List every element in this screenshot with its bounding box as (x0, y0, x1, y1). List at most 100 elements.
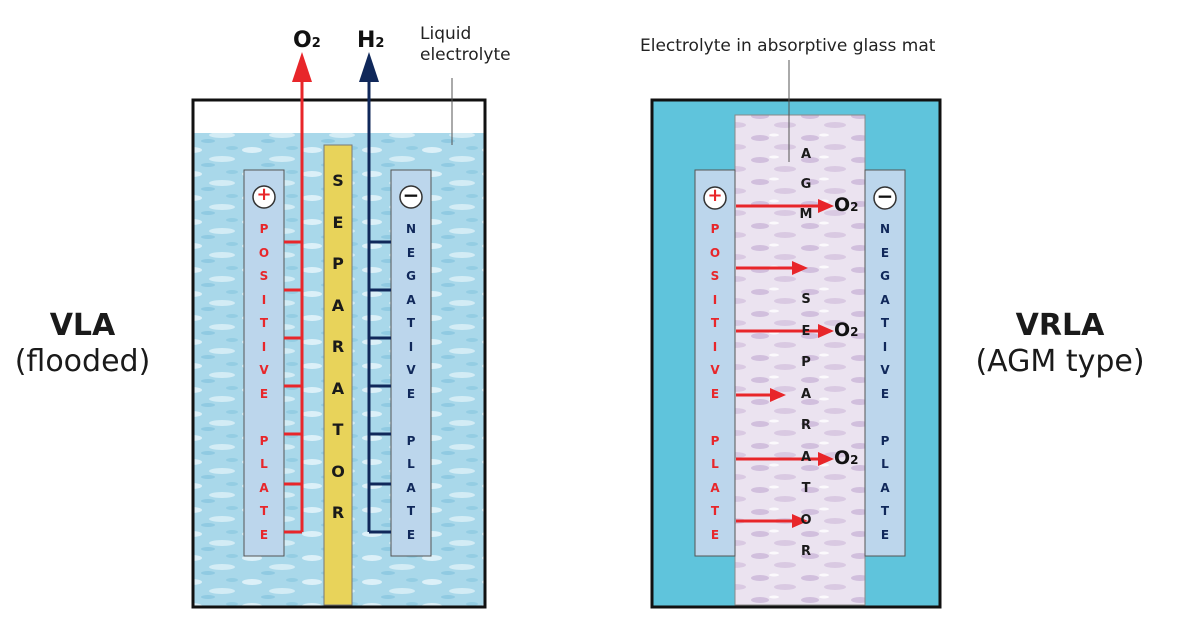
vla-negative-plate (390, 169, 432, 557)
plate-letter: T (801, 481, 811, 496)
plate-letter: O (258, 245, 270, 260)
plate-letter: I (882, 339, 888, 354)
vla-h2-label: H2 (357, 28, 385, 53)
plate-letter: E (406, 386, 416, 401)
plate-letter: A (710, 480, 720, 495)
vla-separator (323, 144, 353, 606)
vla-o2-label: O2 (293, 28, 321, 53)
vrla-positive-sign: + (707, 185, 723, 206)
plate-letter: T (259, 316, 269, 330)
vla-negative-terminal (399, 185, 423, 209)
plate-letter: R (800, 418, 811, 433)
plate-letter: E (710, 527, 720, 542)
plate-letter: T (332, 420, 344, 439)
plate-letter: P (406, 433, 416, 448)
plate-letter: V (406, 363, 416, 377)
plate-letter: R (331, 503, 345, 522)
plate-letter: A (800, 449, 812, 465)
plate-letter: P (801, 355, 811, 370)
vla-title: VLA (49, 308, 116, 343)
plate-letter: S (259, 269, 269, 283)
plate-letter: E (406, 245, 416, 260)
vla-h2-path (367, 72, 391, 534)
plate-letter: G (800, 177, 812, 192)
plate-letter: P (710, 433, 720, 448)
plate-letter: A (331, 295, 345, 315)
plate-letter: T (406, 316, 416, 330)
plate-letter: P (259, 222, 269, 236)
vrla-cell (650, 60, 942, 609)
vrla-mat-label: Electrolyte in absorptive glass mat (640, 36, 936, 56)
plate-letter: T (880, 316, 890, 330)
plate-letter: L (260, 457, 268, 471)
plate-letter: I (261, 292, 267, 307)
plate-letter: E (710, 386, 720, 401)
vrla-positive-plate (694, 169, 736, 557)
plate-letter: T (710, 504, 720, 518)
vla-electrolyte-label: Liquid electrolyte (420, 24, 511, 65)
vrla-o2-label: O2 (834, 194, 859, 216)
plate-letter: T (710, 316, 720, 330)
plate-letter: E (332, 212, 344, 232)
vla-negative-sign: − (402, 183, 420, 207)
plate-letter: E (880, 245, 890, 260)
plate-letter: V (710, 363, 720, 377)
plate-letter: T (880, 504, 890, 518)
plate-letter: N (405, 222, 417, 236)
vrla-positive-terminal (703, 186, 727, 210)
plate-letter: E (259, 527, 269, 542)
plate-letter: L (711, 457, 719, 471)
vla-positive-terminal (252, 185, 276, 209)
vrla-title-block: VRLA (AGM type) (960, 308, 1160, 380)
plate-letter: T (259, 504, 269, 518)
plate-letter: E (880, 386, 890, 401)
plate-letter: L (881, 457, 889, 471)
plate-letter: S (710, 269, 720, 283)
plate-letter: I (408, 339, 414, 354)
plate-letter: I (712, 339, 718, 354)
plate-letter: P (332, 254, 344, 273)
plate-letter: O (331, 461, 345, 481)
plate-letter: G (880, 269, 890, 283)
plate-letter: A (259, 480, 269, 495)
plate-letter: V (259, 363, 269, 377)
plate-letter: P (880, 433, 890, 448)
plate-letter: V (880, 363, 890, 377)
vrla-negative-plate (864, 169, 906, 557)
vla-subtitle: (flooded) (14, 344, 151, 379)
vla-o2-path (284, 72, 304, 534)
plate-letter: E (259, 386, 269, 401)
vrla-subtitle: (AGM type) (975, 344, 1145, 379)
vla-o2-arrowhead (292, 52, 312, 82)
vla-positive-plate (243, 169, 285, 557)
vla-cell (191, 52, 487, 609)
plate-letter: A (800, 386, 812, 402)
plate-letter: P (259, 433, 269, 448)
plate-letter: T (406, 504, 416, 518)
plate-letter: A (406, 480, 416, 495)
plate-letter: E (801, 323, 811, 339)
plate-letter: R (331, 337, 345, 356)
plate-letter: P (710, 222, 720, 236)
plate-letter: M (799, 207, 813, 222)
plate-letter: A (800, 147, 812, 162)
vrla-o2-arrows (736, 199, 834, 528)
vrla-o2-label: O2 (834, 447, 859, 469)
vla-positive-sign: + (256, 184, 272, 205)
plate-letter: O (800, 512, 812, 528)
plate-letter: L (407, 457, 415, 471)
vrla-negative-sign: − (876, 184, 894, 208)
plate-letter: N (879, 222, 891, 236)
plate-letter: E (406, 527, 416, 542)
plate-letter: E (880, 527, 890, 542)
vrla-negative-terminal (873, 186, 897, 210)
plate-letter: A (406, 292, 416, 307)
vla-container (191, 98, 487, 609)
